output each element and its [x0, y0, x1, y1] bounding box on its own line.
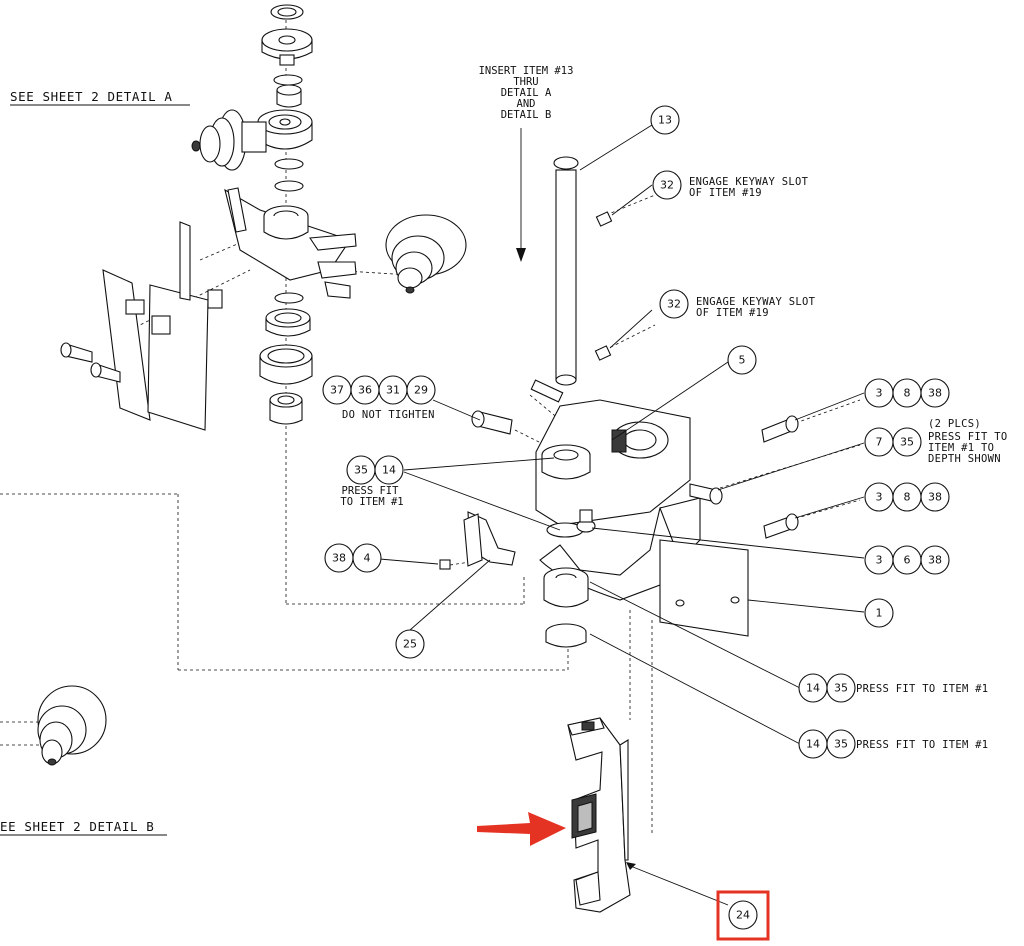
item-balloons: 13 32 32 5 37 36 31 29 3 8 38 7 35 35 14… [322, 105, 950, 930]
insert-note-line-2: THRU [513, 76, 538, 88]
do-not-tighten-note: DO NOT TIGHTEN [342, 409, 435, 421]
text-notes: SEE SHEET 2 DETAIL A EE SHEET 2 DETAIL B… [0, 65, 1007, 836]
balloon-36: 36 [350, 375, 380, 405]
svg-text:3: 3 [876, 387, 883, 400]
insert-note-line-5: DETAIL B [501, 109, 552, 121]
balloon-38-mid: 38 [920, 482, 950, 512]
svg-text:7: 7 [876, 436, 883, 449]
svg-text:3: 3 [876, 554, 883, 567]
central-assembly [439, 156, 799, 648]
detail-b-roller [37, 685, 107, 766]
balloon-4: 4 [352, 543, 382, 573]
balloon-8-mid: 8 [892, 482, 922, 512]
two-plcs-line-4: DEPTH SHOWN [928, 453, 1001, 465]
balloon-31: 31 [378, 375, 408, 405]
svg-text:38: 38 [928, 387, 942, 400]
two-plcs-line-2: PRESS FIT TO [928, 431, 1007, 443]
insert-note-line-1: INSERT ITEM #13 [479, 65, 574, 77]
svg-text:5: 5 [739, 354, 746, 367]
svg-text:14: 14 [806, 738, 820, 751]
svg-text:24: 24 [736, 909, 750, 922]
svg-text:38: 38 [332, 552, 346, 565]
svg-text:31: 31 [386, 384, 400, 397]
balloon-35-a: 35 [826, 673, 856, 703]
insert-note-line-3: DETAIL A [501, 87, 552, 99]
item-24-bracket [567, 717, 631, 913]
balloon-1: 1 [864, 598, 894, 628]
balloon-32-upper: 32 [652, 170, 682, 200]
svg-text:32: 32 [660, 179, 674, 192]
press-fit-note-a: PRESS FIT TO ITEM #1 [856, 683, 988, 695]
detail-a-reference: SEE SHEET 2 DETAIL A [10, 89, 173, 104]
dashed-assembly-lines [0, 20, 861, 835]
detail-a-exploded-stack [60, 4, 467, 431]
insert-arrow-icon [516, 248, 526, 262]
balloon-35-b: 35 [826, 729, 856, 759]
press-fit-note-b: PRESS FIT TO ITEM #1 [856, 739, 988, 751]
svg-text:29: 29 [414, 384, 428, 397]
svg-text:32: 32 [667, 298, 681, 311]
detail-b-reference: EE SHEET 2 DETAIL B [0, 819, 154, 834]
svg-text:3: 3 [876, 491, 883, 504]
svg-text:6: 6 [904, 554, 911, 567]
svg-text:37: 37 [330, 384, 344, 397]
balloon-24: 24 [728, 900, 758, 930]
balloon-13: 13 [650, 105, 680, 135]
engage-keyway-2-line-1: ENGAGE KEYWAY SLOT [696, 296, 816, 308]
red-arrow-icon [477, 812, 566, 846]
balloon-7: 7 [864, 427, 894, 457]
balloon-3-mid: 3 [864, 482, 894, 512]
svg-text:38: 38 [928, 554, 942, 567]
press-fit-short-line-2: TO ITEM #1 [340, 496, 403, 508]
svg-text:13: 13 [658, 114, 672, 127]
svg-text:4: 4 [364, 552, 371, 565]
balloon-3-top: 3 [864, 378, 894, 408]
balloon-14-b: 14 [798, 729, 828, 759]
balloon-8-top: 8 [892, 378, 922, 408]
balloon-38-top: 38 [920, 378, 950, 408]
svg-text:1: 1 [876, 607, 883, 620]
balloon-14-a: 14 [798, 673, 828, 703]
svg-text:25: 25 [403, 638, 417, 651]
svg-text:8: 8 [904, 491, 911, 504]
svg-text:38: 38 [928, 491, 942, 504]
svg-text:35: 35 [354, 464, 368, 477]
svg-text:14: 14 [382, 464, 396, 477]
balloon-32-lower: 32 [659, 289, 689, 319]
balloon-38-low: 38 [920, 545, 950, 575]
insert-note-line-4: AND [517, 98, 536, 110]
balloon-3-low: 3 [864, 545, 894, 575]
svg-text:35: 35 [900, 436, 914, 449]
balloon-6: 6 [892, 545, 922, 575]
svg-text:35: 35 [834, 682, 848, 695]
svg-text:36: 36 [358, 384, 372, 397]
two-plcs-line-1: (2 PLCS) [928, 418, 981, 430]
red-pointer-arrow [477, 812, 566, 846]
svg-text:35: 35 [834, 738, 848, 751]
engage-keyway-1-line-2: OF ITEM #19 [689, 187, 762, 199]
balloon-38-left: 38 [324, 543, 354, 573]
svg-text:8: 8 [904, 387, 911, 400]
engage-keyway-2-line-2: OF ITEM #19 [696, 307, 769, 319]
balloon-25: 25 [395, 629, 425, 659]
svg-text:14: 14 [806, 682, 820, 695]
balloon-5: 5 [727, 345, 757, 375]
balloon-29: 29 [406, 375, 436, 405]
balloon-37: 37 [322, 375, 352, 405]
leader-lines [367, 124, 865, 906]
balloon-35-right: 35 [892, 427, 922, 457]
press-fit-short-line-1: PRESS FIT [342, 485, 400, 497]
balloon-35-left: 35 [346, 455, 376, 485]
engage-keyway-1-line-1: ENGAGE KEYWAY SLOT [689, 176, 809, 188]
balloon-14-left: 14 [374, 455, 404, 485]
item-24-highlight-box [716, 890, 770, 941]
two-plcs-line-3: ITEM #1 TO [928, 442, 994, 454]
